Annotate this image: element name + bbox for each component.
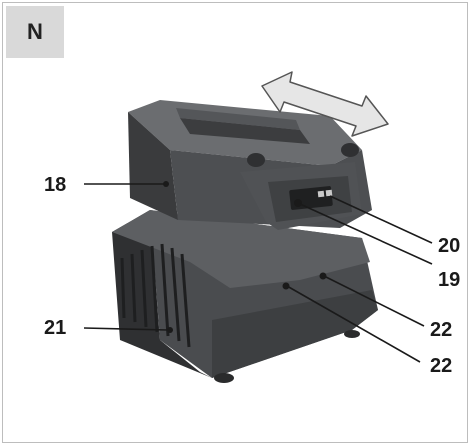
figure-label: N <box>27 19 43 44</box>
power-socket <box>167 327 173 333</box>
charger-base <box>112 210 378 383</box>
callout-20: 20 <box>438 235 460 257</box>
leader-22b <box>286 285 421 363</box>
led-indicator-right <box>319 272 327 280</box>
battery-pack <box>128 100 372 230</box>
callout-19: 19 <box>438 269 460 291</box>
callout-22-lower: 22 <box>430 355 452 377</box>
figure-label-tab: N <box>6 6 64 58</box>
leader-lines <box>83 183 433 363</box>
leader-20 <box>329 195 433 244</box>
callout-18: 18 <box>44 174 66 196</box>
leader-21 <box>83 327 169 331</box>
leader-19 <box>299 203 433 265</box>
vent-ribs <box>120 243 191 348</box>
callout-21: 21 <box>44 317 66 339</box>
led-indicator-left <box>282 282 290 290</box>
double-arrow-icon <box>261 71 389 137</box>
leader-22a <box>323 275 425 327</box>
charge-level-button <box>294 199 302 207</box>
callout-22-upper: 22 <box>430 319 452 341</box>
